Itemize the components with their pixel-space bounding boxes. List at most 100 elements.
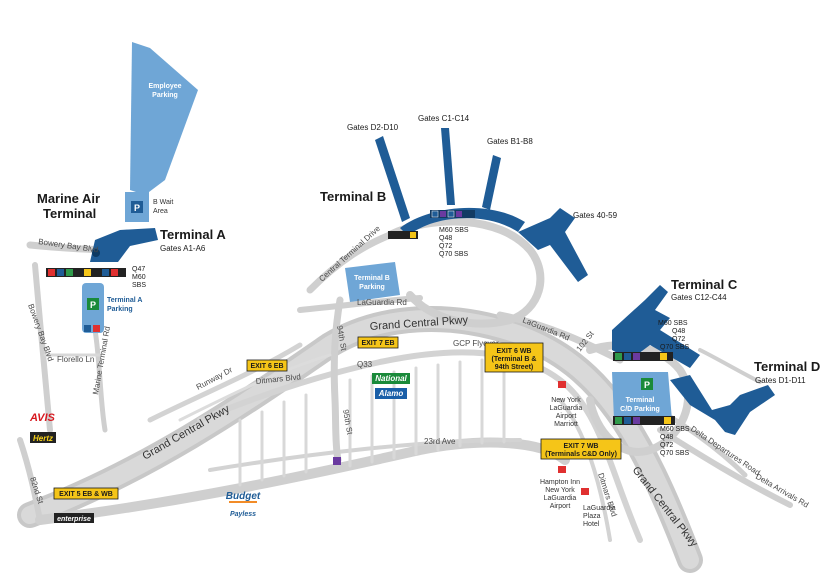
shuttle-icon-6 [615,417,622,424]
exit-6-wb-sign: EXIT 6 WB (Terminal B & 94th Street) [484,342,544,373]
terminal-c-bus-1: M60 SBS [658,320,688,327]
street-grid [238,358,506,487]
q33-label: Q33 [357,360,373,369]
rental-car-logos: National Alamo AVIS Hertz Budget Payless… [29,373,410,523]
terminal-d-bus-2: Q48 [660,434,673,441]
transport-icons [46,210,675,465]
eighty-second-st [17,437,43,523]
car-icon-3 [660,353,667,360]
ninety-fourth-st [330,296,344,464]
shuttle-icon-2 [440,211,446,217]
runway-dr [147,342,303,423]
terminal-b-bus-1: M60 SBS [439,227,469,234]
terminal-b-title: Terminal B [320,189,386,204]
terminal-a-bus-3: SBS [132,282,146,289]
terminal-b-transport-strip [388,210,475,239]
terminal-d-gates: Gates D1-D11 [755,376,806,385]
exit-7-wb-sign: EXIT 7 WB (Terminals C&D Only) [540,438,622,460]
car-icon-2 [410,232,416,238]
exit-5-sign: EXIT 5 EB & WB [53,487,119,500]
svg-text:Airport: Airport [556,413,577,420]
terminal-d-building [670,375,775,435]
terminal-a-parking-label-2: Parking [107,306,133,313]
svg-text:Marriott: Marriott [554,421,578,428]
gcp-flyover-label: GCP Flyover [453,339,499,348]
svg-text:New York: New York [545,487,575,494]
terminal-c-bus-2: Q48 [672,328,685,335]
laguardia-rd-label: LaGuardia Rd [357,298,407,307]
bus-icon-5 [447,210,455,218]
twenty-third-ave-label: 23rd Ave [424,437,456,446]
svg-text:(Terminal B &: (Terminal B & [492,356,537,363]
marine-terminal-rd [92,327,108,433]
terminal-c-title: Terminal C [671,277,738,292]
terminal-cd-parking-lot [612,372,672,420]
bus-stop-icon [333,457,341,465]
concourse-b [482,155,501,210]
concourse-d [375,136,410,222]
ninety-fourth-st-label: 94th St [335,325,348,352]
hertz-logo: Hertz [30,432,56,443]
bus-icon-6 [624,353,631,360]
terminal-b-bus-3: Q72 [439,243,452,250]
terminal-c-bus-4: Q70 SBS [660,344,690,351]
terminal-b-parking-lot [345,262,400,302]
exit-signs: EXIT 5 EB & WB EXIT 6 EB EXIT 7 EB EXIT … [53,336,622,500]
hotel-icon [558,381,566,388]
b-wait-parking-icon [131,201,143,213]
hotels: New York LaGuardia Airport Marriott Hamp… [540,381,616,528]
florello-ln-label: Florello Ln [57,355,94,364]
laguardia-rd-east [496,311,624,364]
terminal-a-lot-transport [84,325,100,332]
terminal-cd-parking-label-2: C/D Parking [620,406,660,413]
central-terminal-loop [386,217,545,328]
svg-text:Hertz: Hertz [33,434,53,443]
terminal-a-transport-strip [46,268,126,277]
bus-icon [57,269,64,276]
terminal-cd-parking-icon [641,378,653,390]
taxi-icon [48,269,55,276]
shuttle-icon-3 [456,211,462,217]
taxi-icon-2 [93,325,100,332]
hotel-icon-2 [558,466,566,473]
alamo-logo: Alamo [375,388,407,399]
terminal-c-building [612,285,700,368]
svg-text:LaGuardia: LaGuardia [550,405,583,412]
terminal-buildings [90,128,775,435]
svg-text:94th Street): 94th Street) [495,364,534,371]
terminal-b-parking-label-2: Parking [359,284,385,291]
svg-text:Budget: Budget [226,491,261,502]
shuttle-icon [66,269,73,276]
payless-logo: Payless [230,511,256,518]
exit-7-eb-sign: EXIT 7 EB [357,336,399,349]
svg-text:EXIT 5 EB & WB: EXIT 5 EB & WB [59,491,113,498]
employee-parking-label-1: Employee [148,83,181,90]
svg-text:(Terminals C&D Only): (Terminals C&D Only) [545,451,617,458]
bus-icon-7 [624,417,631,424]
rental-icon [111,269,118,276]
shuttle-icon-7 [633,417,640,424]
budget-logo: Budget [226,491,261,503]
terminal-d-bus-1: M60 SBS [660,426,690,433]
gates-c1-c14-label: Gates C1-C14 [418,114,470,123]
frontage-road [35,437,570,525]
terminal-c-bus-3: Q72 [672,336,685,343]
terminal-a-title: Terminal A [160,227,226,242]
shuttle-icon-5 [633,353,640,360]
laguardia-rd-upper [297,295,423,313]
central-terminal-drive [306,231,394,294]
bus-icon-2 [102,269,109,276]
gates-40-59-label: Gates 40-59 [573,211,618,220]
bus-icon-3 [84,325,91,332]
b-wait-label-2: Area [153,208,168,215]
svg-text:New York: New York [551,397,581,404]
svg-text:Plaza: Plaza [583,513,601,520]
terminal-labels: Marine Air Terminal Terminal A Gates A1-… [37,114,820,457]
svg-text:EXIT 6 EB: EXIT 6 EB [250,363,283,370]
terminal-d-title: Terminal D [754,359,820,374]
car-icon-4 [664,417,671,424]
exit-6-eb-sign: EXIT 6 EB [246,359,288,372]
svg-text:Hampton Inn: Hampton Inn [540,479,580,486]
